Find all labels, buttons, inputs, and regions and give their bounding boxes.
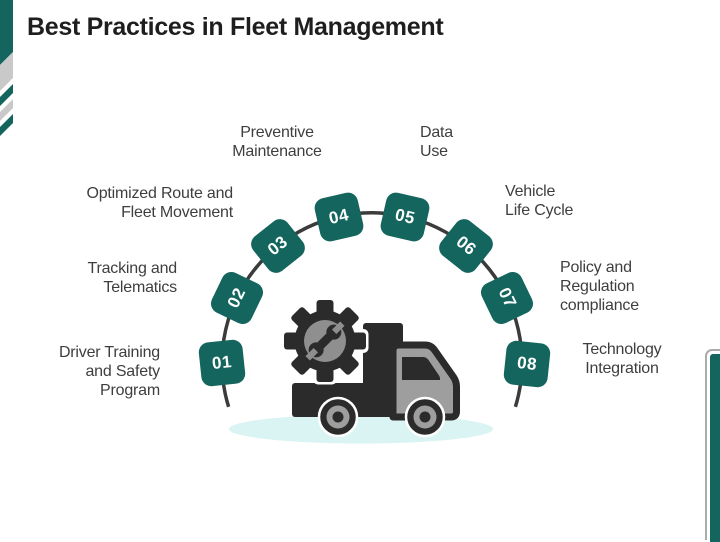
- ribbon-stripe: [0, 0, 13, 65]
- process-arc: [220, 211, 524, 408]
- corner-ribbon-icon: [0, 0, 13, 136]
- step-label-01: Driver Training and Safety Program: [58, 344, 160, 399]
- step-badge-08: 08: [502, 339, 552, 389]
- gear-icon: [281, 297, 369, 385]
- next-slide-edge-fill: [710, 354, 720, 542]
- ribbon-stripe: [0, 84, 13, 106]
- truck-icon: [281, 297, 460, 438]
- step-label-02: Tracking and Telematics: [87, 260, 178, 296]
- step-label-07: Policy and Regulation compliance: [560, 259, 639, 314]
- truck-window: [402, 357, 440, 380]
- step-label-04: Preventive Maintenance: [232, 124, 322, 160]
- wrench-icon: [305, 321, 345, 361]
- truck-front-wheel: [404, 396, 446, 438]
- next-slide-edge[interactable]: [705, 349, 720, 542]
- ribbon-stripe: [0, 99, 13, 121]
- ribbon-stripe: [0, 52, 13, 91]
- step-label-05: Data Use: [420, 124, 453, 160]
- ribbon-stripe: [0, 114, 13, 136]
- truck-rear-wheel: [317, 396, 359, 438]
- step-label-06: Vehicle Life Cycle: [505, 183, 574, 219]
- step-badge-01: 01: [197, 338, 247, 388]
- step-label-03: Optimized Route and Fleet Movement: [86, 185, 233, 221]
- step-label-08: Technology Integration: [582, 341, 662, 377]
- slide-title: Best Practices in Fleet Management: [27, 13, 444, 41]
